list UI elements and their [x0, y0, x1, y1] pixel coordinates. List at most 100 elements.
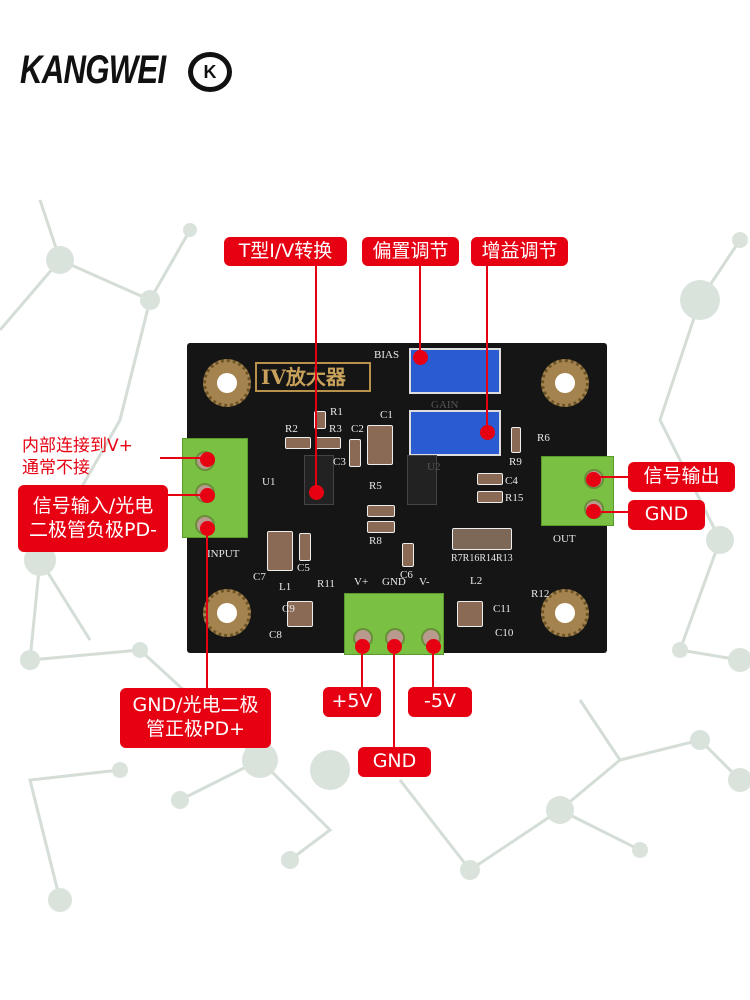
smd-r9 [511, 427, 521, 453]
silk-vminus: V- [419, 576, 430, 588]
output-terminal-block [541, 456, 614, 526]
callout-line: 内部连接到V+ [22, 436, 133, 456]
marker-dot [480, 425, 495, 440]
leader-line [419, 266, 421, 356]
board-title: IV放大器 [255, 362, 371, 392]
leader-line [361, 646, 363, 687]
marker-dot [586, 504, 601, 519]
callout-line: 通常不接 [22, 458, 90, 479]
marker-dot [200, 521, 215, 536]
silk-u2: U2 [427, 461, 441, 473]
marker-dot [413, 350, 428, 365]
smd-r1 [314, 411, 326, 429]
silk-c2: C2 [351, 423, 364, 435]
silk-u1: U1 [262, 476, 276, 488]
callout-gnd-output: GND [628, 500, 705, 530]
leader-line [432, 646, 434, 687]
silk-c9: C9 [282, 603, 295, 615]
smd-c6 [402, 543, 414, 567]
mount-hole [541, 589, 589, 637]
silk-c5: C5 [297, 562, 310, 574]
smd-r15 [477, 491, 503, 503]
u2-chip [407, 455, 437, 505]
marker-dot [426, 639, 441, 654]
silk-c8: C8 [269, 629, 282, 641]
mount-hole [203, 589, 251, 637]
callout-line: GND/光电二极 [132, 694, 259, 717]
leader-line [486, 266, 488, 432]
callout-signal-output: 信号输出 [628, 462, 735, 492]
smd-resistor-row [452, 528, 512, 550]
silk-c6: C6 [400, 569, 413, 581]
silk-r5: R5 [369, 480, 382, 492]
silk-c4: C4 [505, 475, 518, 487]
silk-l1: L1 [279, 581, 292, 593]
callout-plus5v: +5V [323, 687, 381, 717]
smd-r8 [367, 521, 395, 533]
brand-logo: KANGWEI [20, 48, 166, 92]
silk-r9: R9 [509, 456, 522, 468]
smd-c5 [299, 533, 311, 561]
smd-r3 [315, 437, 341, 449]
callout-gnd-power: GND [358, 747, 431, 777]
marker-dot [309, 485, 324, 500]
leader-line [593, 476, 628, 478]
smd-c1 [367, 425, 393, 465]
callout-bias-adjust: 偏置调节 [362, 237, 459, 266]
silk-out: OUT [553, 533, 576, 545]
callout-line: 信号输入/光电 [32, 494, 154, 517]
callout-minus5v: -5V [408, 687, 472, 717]
silk-r1: R1 [330, 406, 343, 418]
silk-gain: GAIN [431, 399, 459, 411]
marker-dot [200, 488, 215, 503]
leader-line [160, 457, 207, 459]
smd-r2 [285, 437, 311, 449]
mount-hole [203, 359, 251, 407]
silk-r6: R6 [537, 432, 550, 444]
marker-dot [387, 639, 402, 654]
silk-r2: R2 [285, 423, 298, 435]
smd-r5 [367, 505, 395, 517]
silk-r3: R3 [329, 423, 342, 435]
silk-bias: BIAS [374, 349, 400, 361]
leader-line [593, 511, 628, 513]
pcb-board: IV放大器 BIAS GAIN INPUT OUT V+ GND V- U1 U… [187, 343, 607, 653]
smd-c2 [349, 439, 361, 467]
callout-line: 二极管负极PD- [29, 518, 157, 541]
silk-c3: C3 [333, 456, 346, 468]
marker-dot [586, 472, 601, 487]
smd-c10 [457, 601, 483, 627]
silk-l2: L2 [470, 575, 483, 587]
silk-vplus: V+ [354, 576, 369, 588]
silk-r11: R11 [317, 578, 335, 590]
marker-dot [355, 639, 370, 654]
callout-line: 管正极PD+ [145, 718, 245, 740]
smd-c7 [267, 531, 293, 571]
silk-gnd: GND [382, 576, 406, 588]
marker-dot [200, 452, 215, 467]
silk-r15: R15 [505, 492, 524, 504]
leader-line [393, 646, 395, 747]
brand-mark-icon: K [188, 52, 232, 92]
callout-iv-convert: T型I/V转换 [224, 237, 347, 266]
callout-gnd-input: GND/光电二极 管正极PD+ [120, 688, 271, 748]
silk-r7-r16-r14-r13: R7R16R14R13 [451, 553, 513, 564]
silk-c11: C11 [493, 603, 511, 615]
callout-signal-input: 信号输入/光电 二极管负极PD- [18, 485, 168, 552]
leader-line [206, 528, 208, 688]
input-terminal-block [182, 438, 248, 538]
silk-r8: R8 [369, 535, 382, 547]
silk-c1: C1 [380, 409, 393, 421]
silk-c10: C10 [495, 627, 514, 639]
silk-input: INPUT [207, 548, 240, 560]
silk-c7: C7 [253, 571, 266, 583]
gain-potentiometer[interactable] [409, 410, 501, 456]
silk-r12: R12 [531, 588, 550, 600]
callout-vplus-internal: 内部连接到V+ 通常不接 [22, 435, 133, 479]
callout-gain-adjust: 增益调节 [471, 237, 568, 266]
leader-line [315, 266, 317, 492]
mount-hole [541, 359, 589, 407]
smd-c8 [287, 601, 313, 627]
smd-c4 [477, 473, 503, 485]
